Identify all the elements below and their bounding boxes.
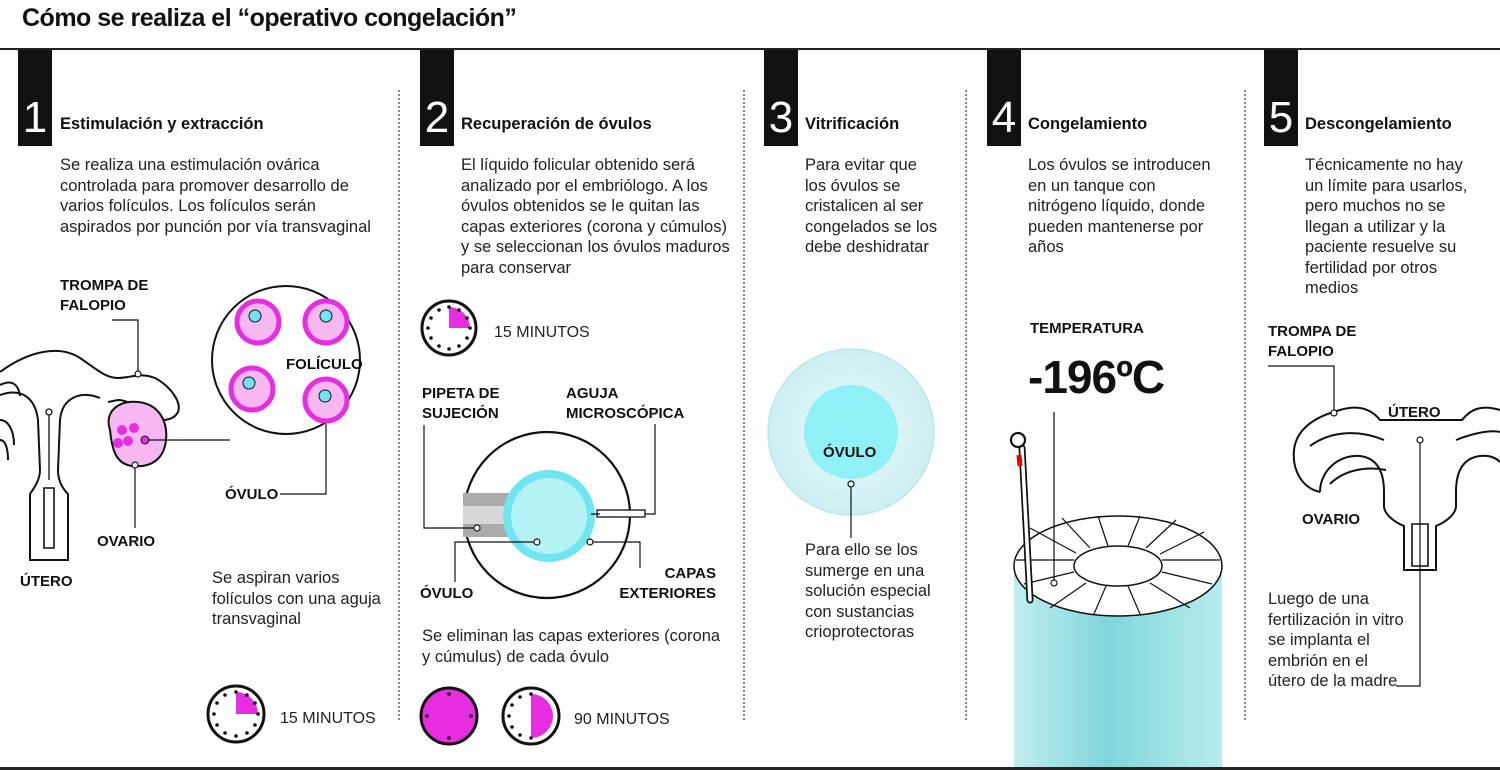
- step-number-4: 4: [987, 50, 1021, 146]
- step-number-5: 5: [1264, 50, 1298, 146]
- label-fallopian-tube-step5: TROMPA DE FALOPIO: [1268, 323, 1357, 360]
- label-needle: AGUJA MICROSCÓPICA: [566, 385, 685, 422]
- follicle-magnifier: [211, 285, 361, 435]
- label-outer-layers: CAPAS EXTERIORES: [619, 565, 716, 602]
- step-title-1: Estimulación y extracción: [60, 115, 264, 133]
- label-ovary-step1: OVARIO: [97, 533, 156, 550]
- step-note-2: Se eliminan las capas exteriores (corona…: [422, 627, 721, 666]
- step-description-4: Los óvulos se introducen en un tanque co…: [1028, 156, 1211, 256]
- step-number-2: 2: [420, 50, 454, 146]
- uterus-illustration-step5: [1292, 406, 1500, 571]
- step-title-3: Vitrificación: [805, 115, 900, 133]
- vitrified-ovum-illustration: [767, 348, 935, 538]
- timer-label-step1: 15 MINUTOS: [280, 710, 376, 727]
- nitrogen-tank-illustration: [1009, 412, 1223, 767]
- label-ovum-step2: ÓVULO: [420, 585, 474, 602]
- label-follicle: FOLÍCULO: [286, 356, 363, 373]
- step-number-1: 1: [18, 50, 52, 146]
- step-description-5: Técnicamente no hay un límite para usarl…: [1305, 156, 1468, 297]
- temperature-value: -196ºC: [1028, 351, 1165, 403]
- label-temperature: TEMPERATURA: [1030, 320, 1144, 337]
- label-ovum-step3: ÓVULO: [823, 444, 877, 461]
- column-divider: [743, 90, 745, 720]
- ovum-manipulation-illustration: [462, 430, 646, 600]
- timer-label-step2: 15 MINUTOS: [494, 324, 590, 341]
- column-divider: [398, 90, 400, 720]
- step-description-3: Para evitar que los óvulos se cristalice…: [805, 156, 938, 256]
- step-description-2: El líquido folicular obtenido será anali…: [461, 156, 730, 277]
- straw-icon: [1009, 431, 1034, 604]
- label-ovary-step5: OVARIO: [1302, 511, 1361, 528]
- timer-label-step2b: 90 MINUTOS: [574, 711, 670, 728]
- label-ovum-step1: ÓVULO: [225, 486, 279, 503]
- page-title: Cómo se realiza el “operativo congelació…: [22, 4, 517, 32]
- column-divider: [965, 90, 967, 720]
- label-pipette: PIPETA DE SUJECIÓN: [422, 385, 500, 422]
- step-note-5: Luego de una fertilización in vitro se i…: [1268, 590, 1404, 690]
- timer-icon-full: [419, 686, 479, 746]
- column-divider: [1244, 90, 1246, 720]
- bottom-rule: [0, 767, 1500, 770]
- step-number-3: 3: [764, 50, 798, 146]
- label-uterus-step1: ÚTERO: [20, 573, 73, 590]
- step-note-3: Para ello se los sumerge en una solución…: [805, 541, 931, 641]
- step-title-2: Recuperación de óvulos: [461, 115, 652, 133]
- step-note-1: Se aspiran varios folículos con una aguj…: [212, 569, 381, 628]
- label-fallopian-tube: TROMPA DE FALOPIO: [60, 277, 149, 314]
- top-rule: [0, 48, 1500, 50]
- label-uterus-step5: ÚTERO: [1388, 404, 1441, 421]
- step-title-4: Congelamiento: [1028, 115, 1148, 133]
- timer-icon-step1: [206, 684, 266, 744]
- ovary-illustration-step1: [107, 400, 168, 468]
- timer-icon-step2: [420, 299, 478, 357]
- step-title-5: Descongelamiento: [1305, 115, 1452, 133]
- step-description-1: Se realiza una estimulación ovárica cont…: [60, 156, 371, 236]
- timer-icon-half: [501, 686, 561, 746]
